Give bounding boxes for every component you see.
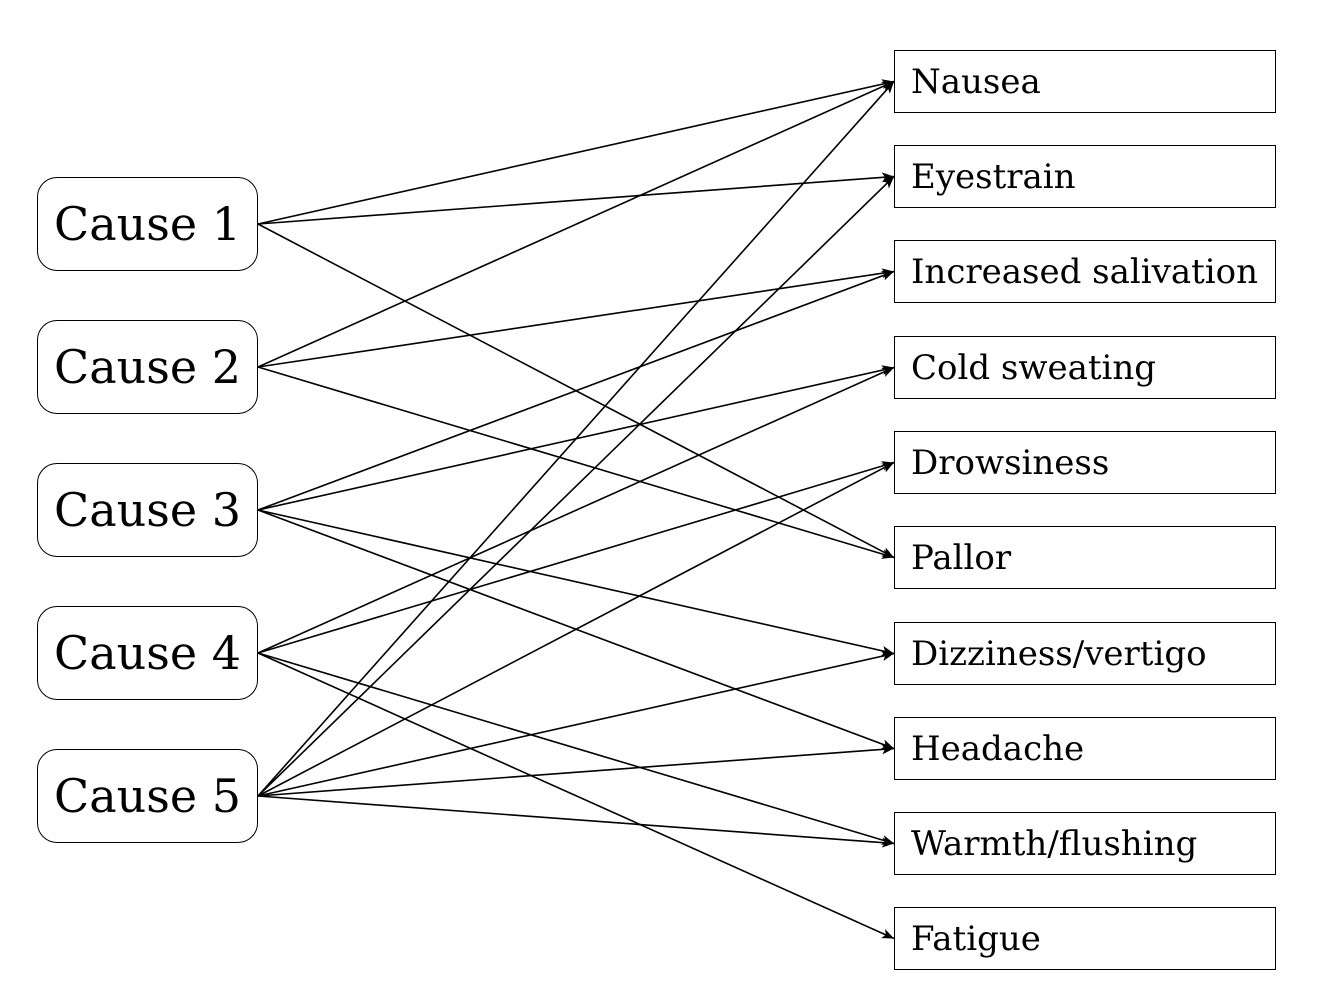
symptom-label: Increased salivation (911, 251, 1259, 292)
symptom-label: Warmth/flushing (911, 823, 1198, 864)
symptom-node-headache: Headache (894, 717, 1276, 780)
symptom-node-increased-salivation: Increased salivation (894, 240, 1276, 303)
arrow-c5-to-warmth (257, 795, 895, 848)
symptom-node-pallor: Pallor (894, 526, 1276, 589)
cause-node-5: Cause 5 (37, 749, 258, 843)
symptom-node-nausea: Nausea (894, 50, 1276, 113)
arrow-c3-to-salivation (257, 270, 895, 511)
arrow-c5-to-drowsiness (257, 461, 895, 797)
symptom-label: Dizziness/vertigo (911, 633, 1207, 674)
symptom-node-warmth-flushing: Warmth/flushing (894, 812, 1276, 875)
cause-node-3: Cause 3 (37, 463, 258, 557)
cause-label: Cause 5 (54, 769, 241, 823)
symptom-label: Pallor (911, 537, 1012, 578)
symptom-node-cold-sweating: Cold sweating (894, 336, 1276, 399)
arrow-c2-to-nausea (257, 80, 895, 368)
arrow-c5-to-dizziness (257, 651, 895, 797)
symptom-node-fatigue: Fatigue (894, 907, 1276, 970)
arrow-c5-to-eyestrain (257, 175, 895, 797)
symptom-node-dizziness-vertigo: Dizziness/vertigo (894, 622, 1276, 685)
arrow-c1-to-eyestrain (257, 172, 895, 225)
cause-label: Cause 2 (54, 340, 241, 394)
arrow-c2-to-salivation (257, 268, 895, 368)
arrow-c3-to-dizziness (257, 509, 895, 656)
cause-node-2: Cause 2 (37, 320, 258, 414)
arrow-c4-to-cold-sweating (257, 366, 895, 654)
cause-node-1: Cause 1 (37, 177, 258, 271)
cause-label: Cause 4 (54, 626, 241, 680)
arrow-c1-to-nausea (257, 79, 895, 225)
arrow-c5-to-nausea (257, 80, 895, 797)
symptom-label: Cold sweating (911, 347, 1157, 388)
arrow-c4-to-fatigue (257, 652, 895, 940)
arrow-c4-to-drowsiness (257, 461, 895, 654)
symptom-label: Eyestrain (911, 156, 1076, 197)
symptom-label: Nausea (911, 61, 1041, 102)
arrow-c5-to-headache (257, 744, 895, 797)
symptom-label: Headache (911, 728, 1085, 769)
cause-label: Cause 1 (54, 197, 241, 251)
symptom-node-drowsiness: Drowsiness (894, 431, 1276, 494)
symptom-label: Drowsiness (911, 442, 1110, 483)
symptom-label: Fatigue (911, 918, 1041, 959)
arrow-c2-to-pallor (257, 366, 895, 559)
cause-label: Cause 3 (54, 483, 241, 537)
arrow-c4-to-warmth (257, 652, 895, 845)
symptom-node-eyestrain: Eyestrain (894, 145, 1276, 208)
cause-node-4: Cause 4 (37, 606, 258, 700)
